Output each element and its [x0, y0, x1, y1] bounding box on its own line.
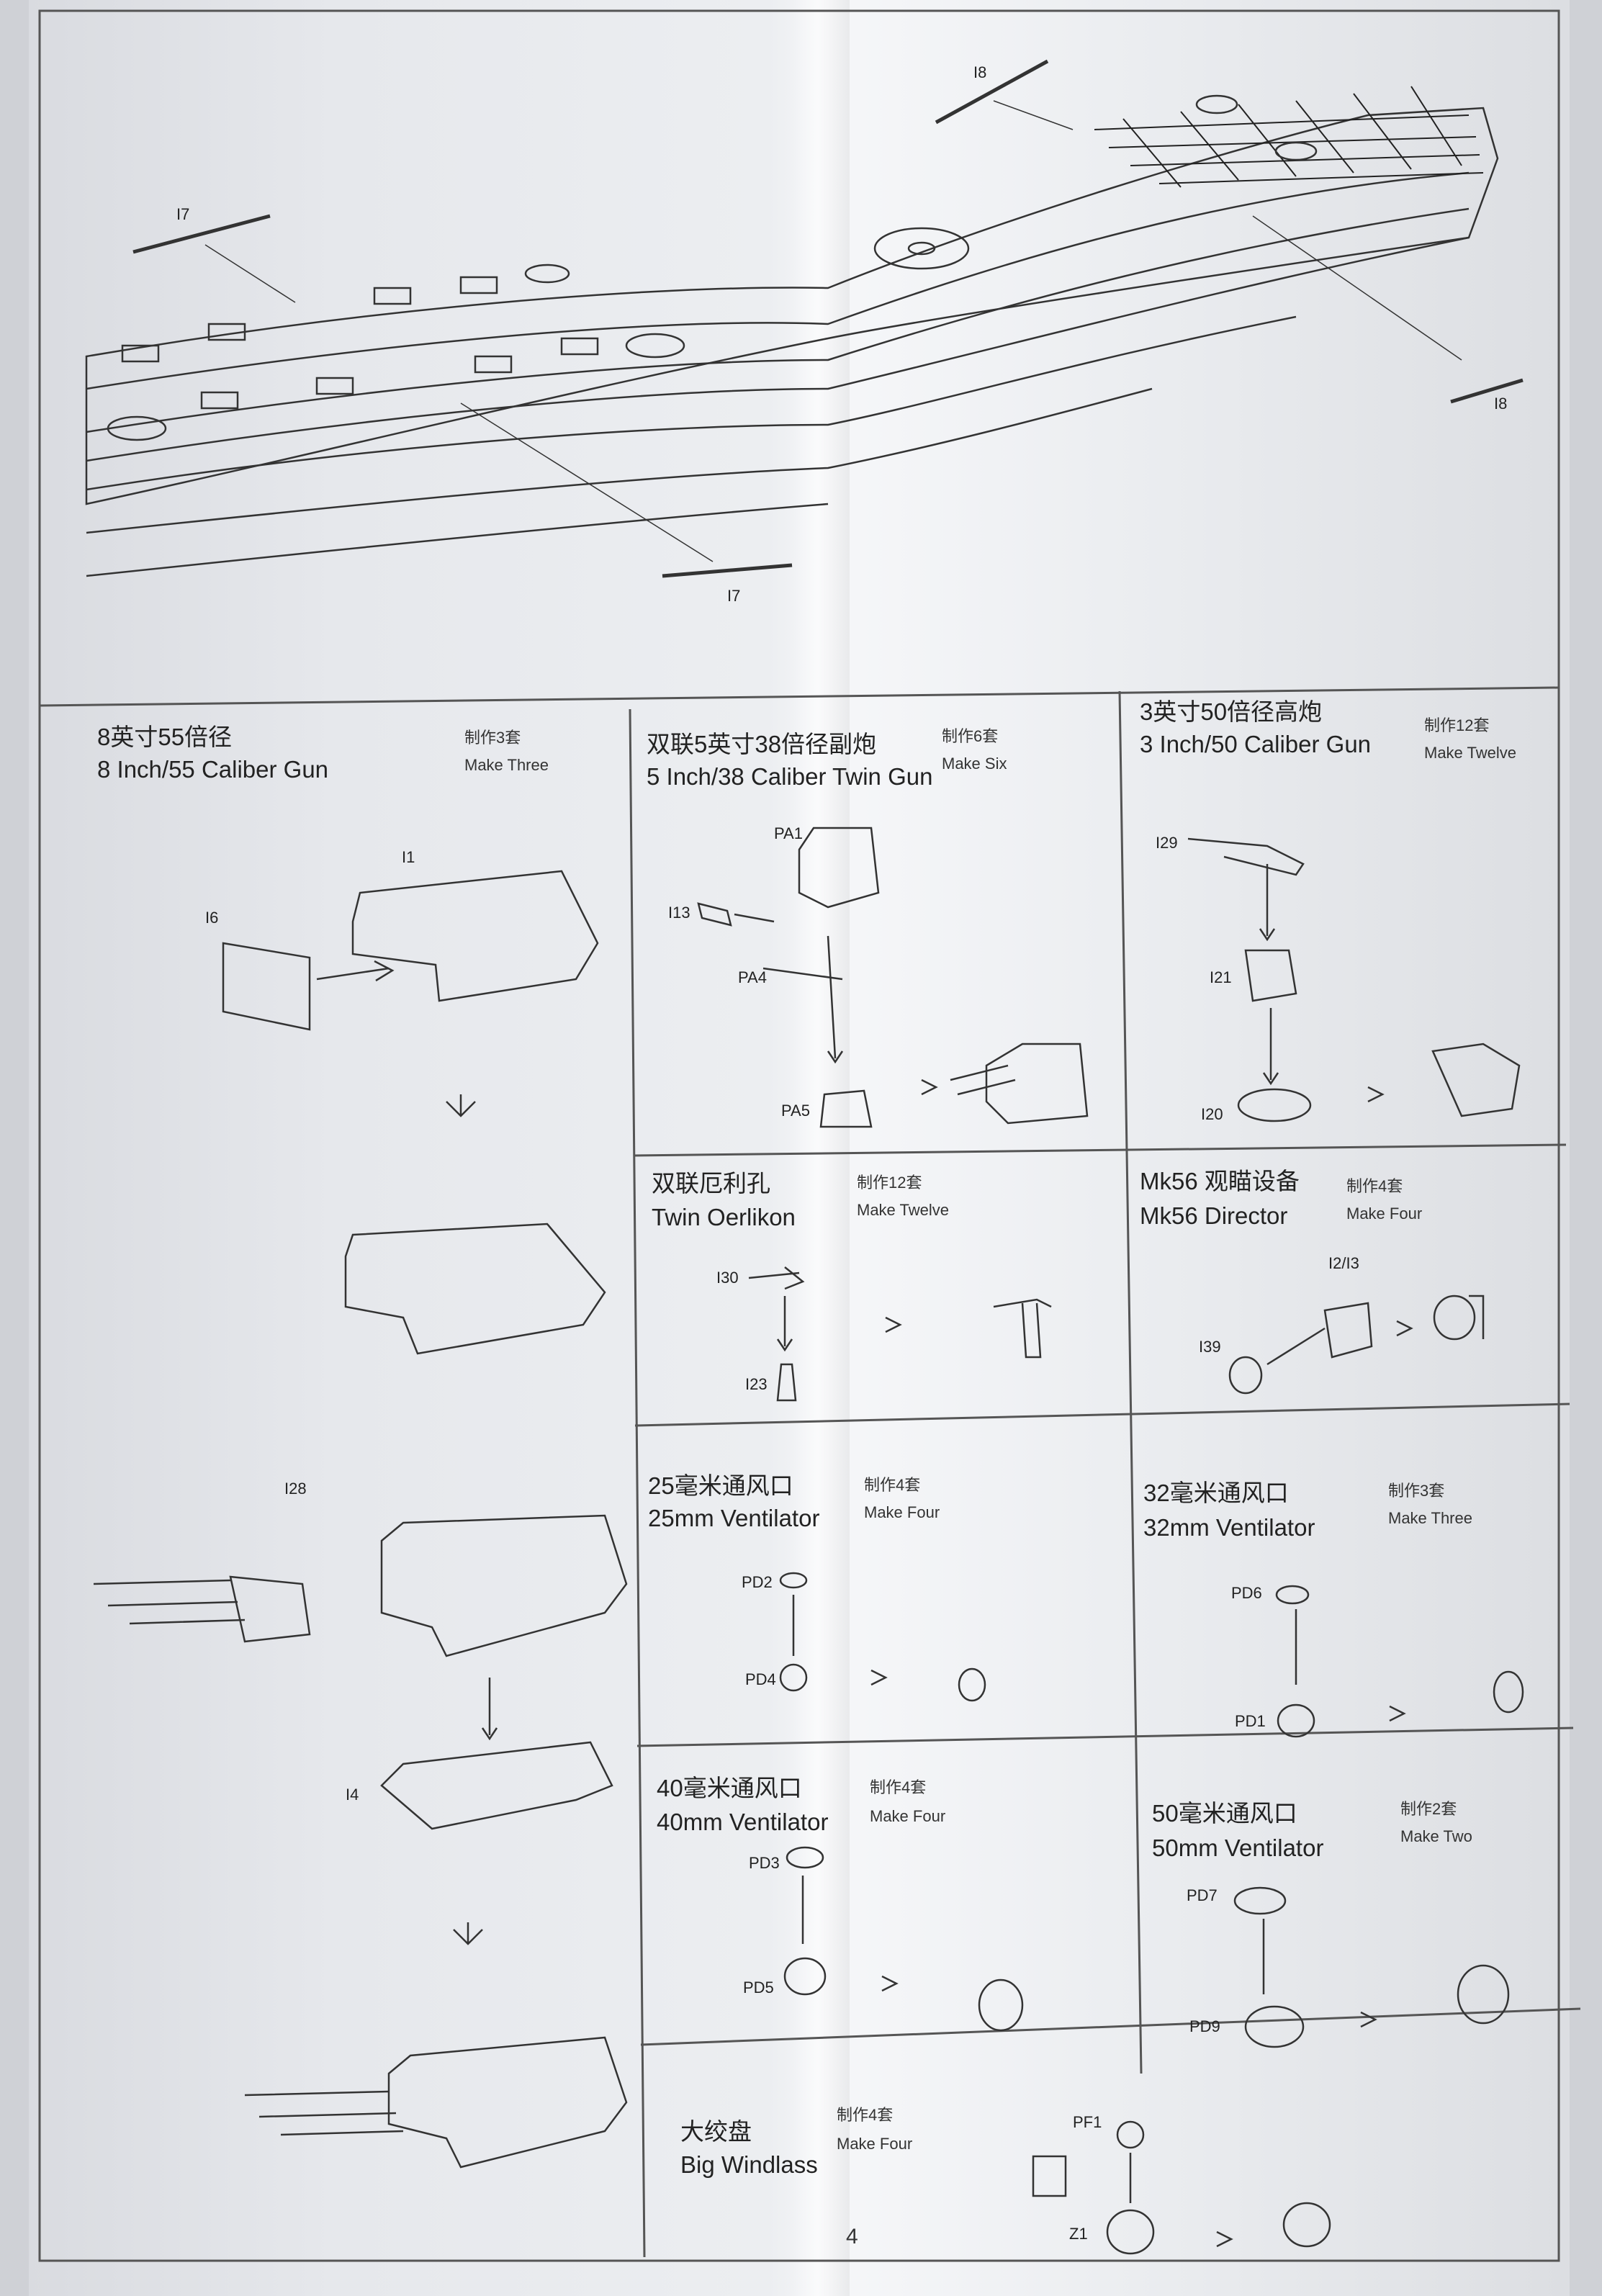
mk56-drawings: [1228, 1295, 1485, 1395]
vent40-make-cn: 制作4套: [870, 1778, 927, 1796]
part-label-i13: I13: [668, 904, 690, 922]
part-label-i29: I29: [1156, 834, 1178, 852]
part-label-i7-bottom: I7: [727, 587, 741, 605]
vent40-title-en: 40mm Ventilator: [657, 1809, 829, 1835]
part-label-pd1: PD1: [1235, 1712, 1266, 1730]
part-label-i30: I30: [716, 1269, 739, 1287]
gun8-title-en: 8 Inch/55 Caliber Gun: [97, 756, 329, 783]
vent40-title-cn: 40毫米通风口: [657, 1775, 802, 1801]
twin5-make-en: Make Six: [942, 755, 1007, 773]
gun8-make-cn: 制作3套: [464, 729, 521, 747]
vent50-title-cn: 50毫米通风口: [1152, 1800, 1297, 1827]
gun3-make-cn: 制作12套: [1424, 716, 1490, 734]
part-label-pd6: PD6: [1231, 1584, 1262, 1602]
vent40-make-en: Make Four: [870, 1807, 946, 1825]
vent-drawings: [779, 1572, 1524, 2048]
gun8-make-en: Make Three: [464, 756, 549, 774]
twin5-make-cn: 制作6套: [942, 727, 999, 745]
mk56-title-en: Mk56 Director: [1140, 1202, 1288, 1229]
twin5-title-en: 5 Inch/38 Caliber Twin Gun: [647, 763, 933, 790]
part-label-pd9: PD9: [1189, 2017, 1220, 2035]
vent32-title-cn: 32毫米通风口: [1143, 1480, 1289, 1506]
part-label-pf1: PF1: [1073, 2113, 1102, 2131]
oerlikon-title-cn: 双联厄利孔: [652, 1170, 770, 1197]
gun8-title-cn: 8英寸55倍径: [97, 724, 233, 750]
part-label-pa4: PA4: [738, 968, 767, 986]
part-label-i28: I28: [284, 1480, 307, 1498]
part-label-i39: I39: [1199, 1338, 1221, 1356]
mk56-make-en: Make Four: [1346, 1205, 1423, 1223]
part-label-i20: I20: [1201, 1105, 1223, 1123]
part-label-pd2: PD2: [742, 1573, 773, 1591]
windlass-make-cn: 制作4套: [837, 2106, 894, 2124]
vent50-make-cn: 制作2套: [1400, 1800, 1457, 1818]
gun3-make-en: Make Twelve: [1424, 744, 1516, 762]
vent25-make-en: Make Four: [864, 1503, 940, 1521]
part-label-i4: I4: [346, 1786, 359, 1804]
hull-deck-drawing: [85, 59, 1524, 578]
page-number: 4: [846, 2225, 858, 2248]
vent25-title-en: 25mm Ventilator: [648, 1505, 820, 1531]
part-label-i6: I6: [205, 909, 219, 927]
part-label-i8-top: I8: [973, 63, 987, 81]
vent32-make-en: Make Three: [1388, 1509, 1472, 1527]
windlass-drawings: [1032, 2120, 1331, 2255]
twin5-drawings: [697, 827, 1089, 1128]
part-label-z1: Z1: [1069, 2225, 1088, 2243]
part-label-i1: I1: [402, 848, 415, 866]
gun3-title-en: 3 Inch/50 Caliber Gun: [1140, 731, 1372, 757]
vent25-make-cn: 制作4套: [864, 1476, 921, 1494]
part-label-pd5: PD5: [743, 1978, 774, 1996]
gun3-title-cn: 3英寸50倍径高炮: [1140, 698, 1323, 725]
part-label-i23: I23: [745, 1375, 768, 1393]
part-label-pa1: PA1: [774, 824, 803, 842]
windlass-title-cn: 大绞盘: [680, 2118, 752, 2145]
oerlikon-make-cn: 制作12套: [857, 1174, 922, 1192]
windlass-make-en: Make Four: [837, 2135, 913, 2153]
part-label-i7-top: I7: [176, 205, 190, 223]
vent50-title-en: 50mm Ventilator: [1152, 1834, 1324, 1861]
part-label-pd3: PD3: [749, 1854, 780, 1872]
vent50-make-en: Make Two: [1400, 1827, 1472, 1845]
mk56-title-cn: Mk56 观瞄设备: [1140, 1168, 1300, 1194]
part-label-i2-i3: I2/I3: [1328, 1254, 1359, 1272]
twin5-title-cn: 双联5英寸38倍径副炮: [647, 731, 877, 757]
windlass-title-en: Big Windlass: [680, 2151, 818, 2178]
gun3-drawings: [1187, 837, 1521, 1122]
part-label-i21: I21: [1210, 968, 1232, 986]
vent32-title-en: 32mm Ventilator: [1143, 1514, 1315, 1541]
vent32-make-cn: 制作3套: [1388, 1482, 1445, 1500]
part-label-pa5: PA5: [781, 1102, 810, 1120]
oerlikon-make-en: Make Twelve: [857, 1201, 949, 1219]
vent25-title-cn: 25毫米通风口: [648, 1472, 793, 1499]
part-label-pd4: PD4: [745, 1670, 776, 1688]
gun8-drawings: [93, 870, 628, 2169]
oerlikon-title-en: Twin Oerlikon: [652, 1204, 796, 1230]
page-fold: [792, 0, 850, 2296]
part-label-pd7: PD7: [1187, 1886, 1218, 1904]
oerlikon-drawings: [748, 1266, 1052, 1402]
mk56-make-cn: 制作4套: [1346, 1177, 1403, 1195]
part-label-i8-right: I8: [1494, 395, 1508, 413]
